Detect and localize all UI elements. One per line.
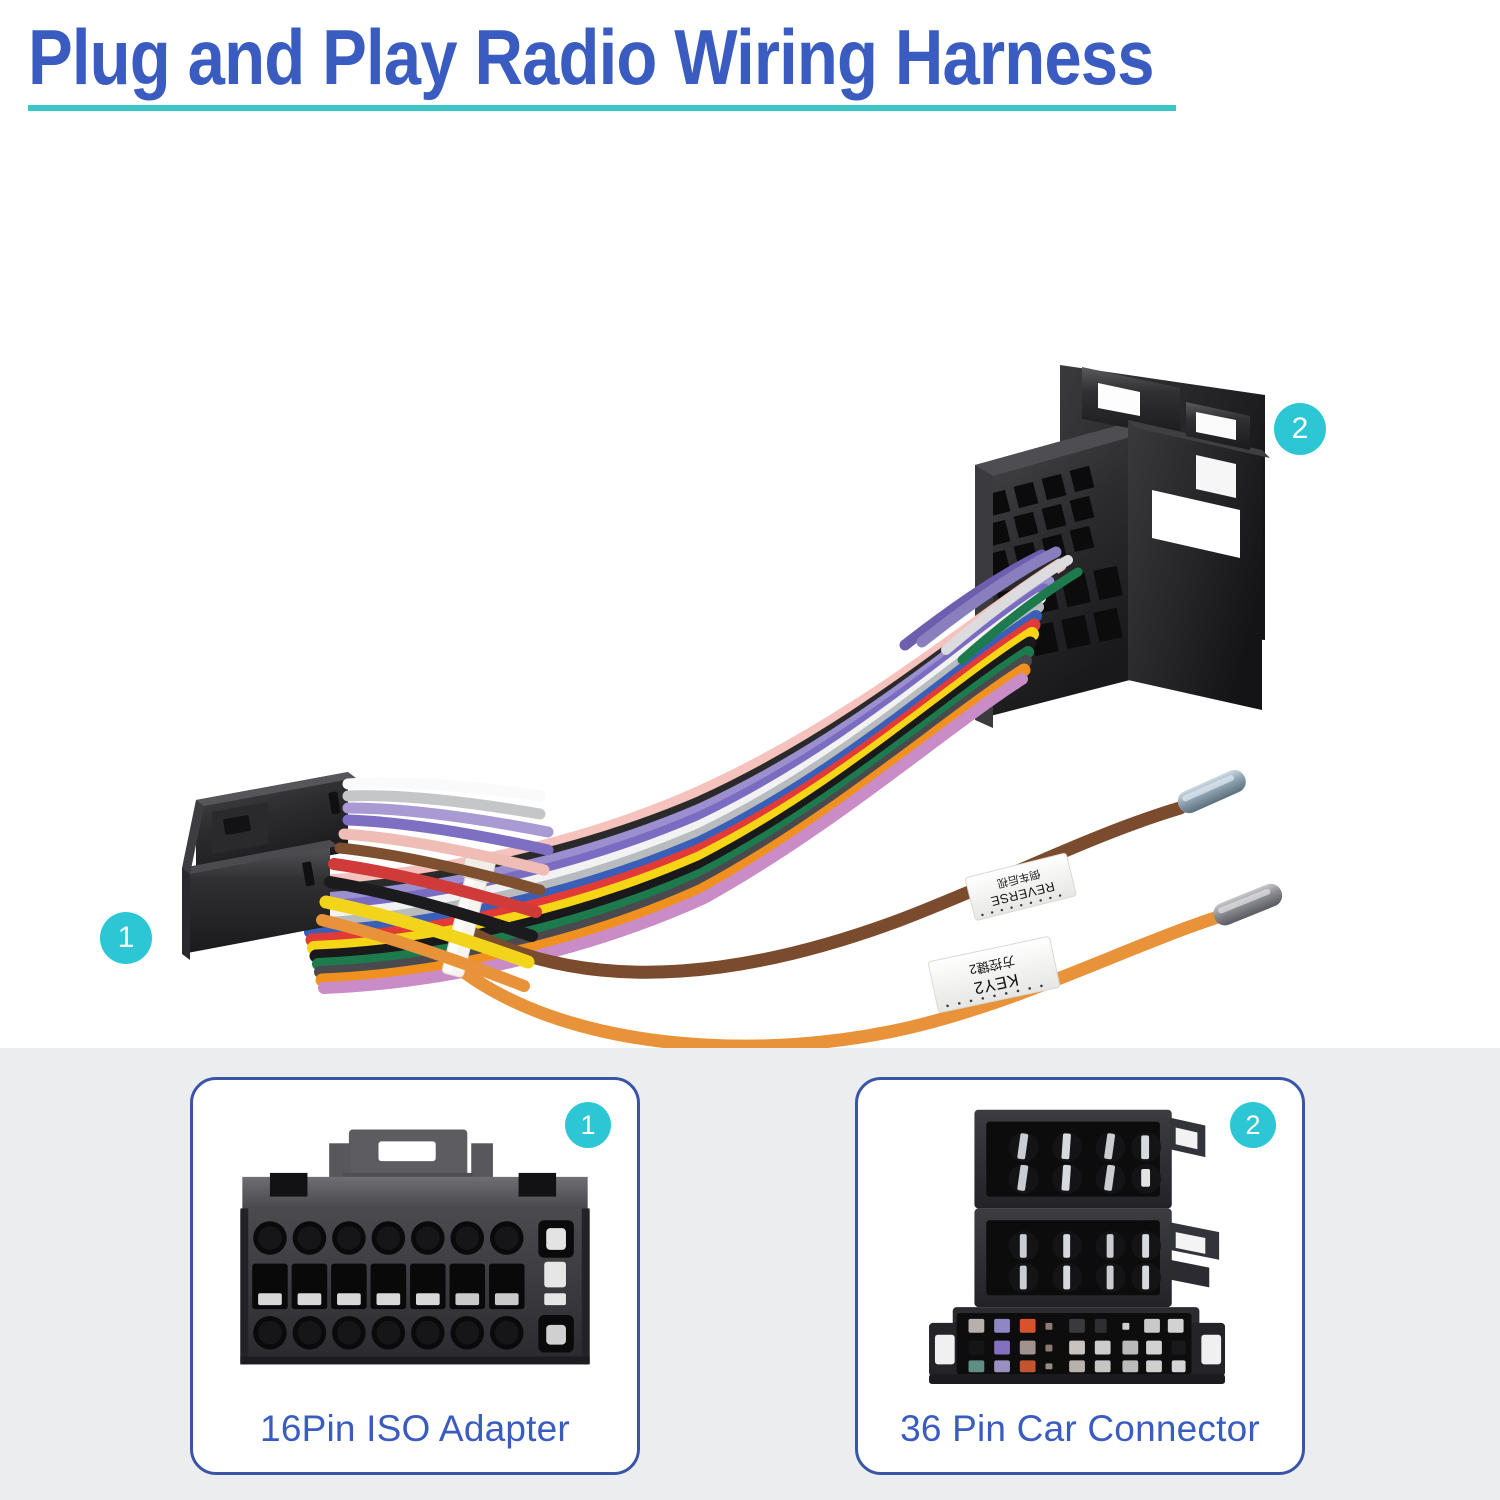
callout-badge-1[interactable]: 1 <box>100 912 152 964</box>
card-caption-car-connector: 36 Pin Car Connector <box>900 1408 1260 1449</box>
harness-illustration: REVERSE 倒车后视 KEY2 方控键2 <box>182 365 1283 1048</box>
car-connector-front-view <box>929 1109 1226 1385</box>
card-badge-2: 2 <box>1230 1102 1276 1148</box>
card-caption-iso-adapter: 16Pin ISO Adapter <box>260 1408 570 1449</box>
detail-card-iso-adapter[interactable]: 1 <box>190 1077 640 1475</box>
header-banner: Plug and Play Radio Wiring Harness <box>0 0 1500 120</box>
callout-badge-2[interactable]: 2 <box>1274 403 1326 455</box>
iso-connector-wire-stubs <box>316 777 554 992</box>
card-badge-1: 1 <box>565 1102 611 1148</box>
wire-brown-reverse <box>463 801 1187 979</box>
wire-orange-key2 <box>448 911 1222 1048</box>
detail-cards-section: 1 <box>0 1048 1500 1500</box>
title-underline-rule <box>28 105 1176 111</box>
iso-connector-16pin-body <box>182 772 356 960</box>
detail-card-car-connector[interactable]: 2 <box>855 1077 1305 1475</box>
product-hero-image: REVERSE 倒车后视 KEY2 方控键2 <box>0 120 1500 1048</box>
terminal-orange <box>1213 883 1283 926</box>
wire-label-key2: KEY2 方控键2 <box>928 936 1061 1013</box>
page-title: Plug and Play Radio Wiring Harness <box>28 13 1155 101</box>
terminal-brown <box>1177 769 1246 814</box>
iso-adapter-front-view <box>240 1129 590 1365</box>
